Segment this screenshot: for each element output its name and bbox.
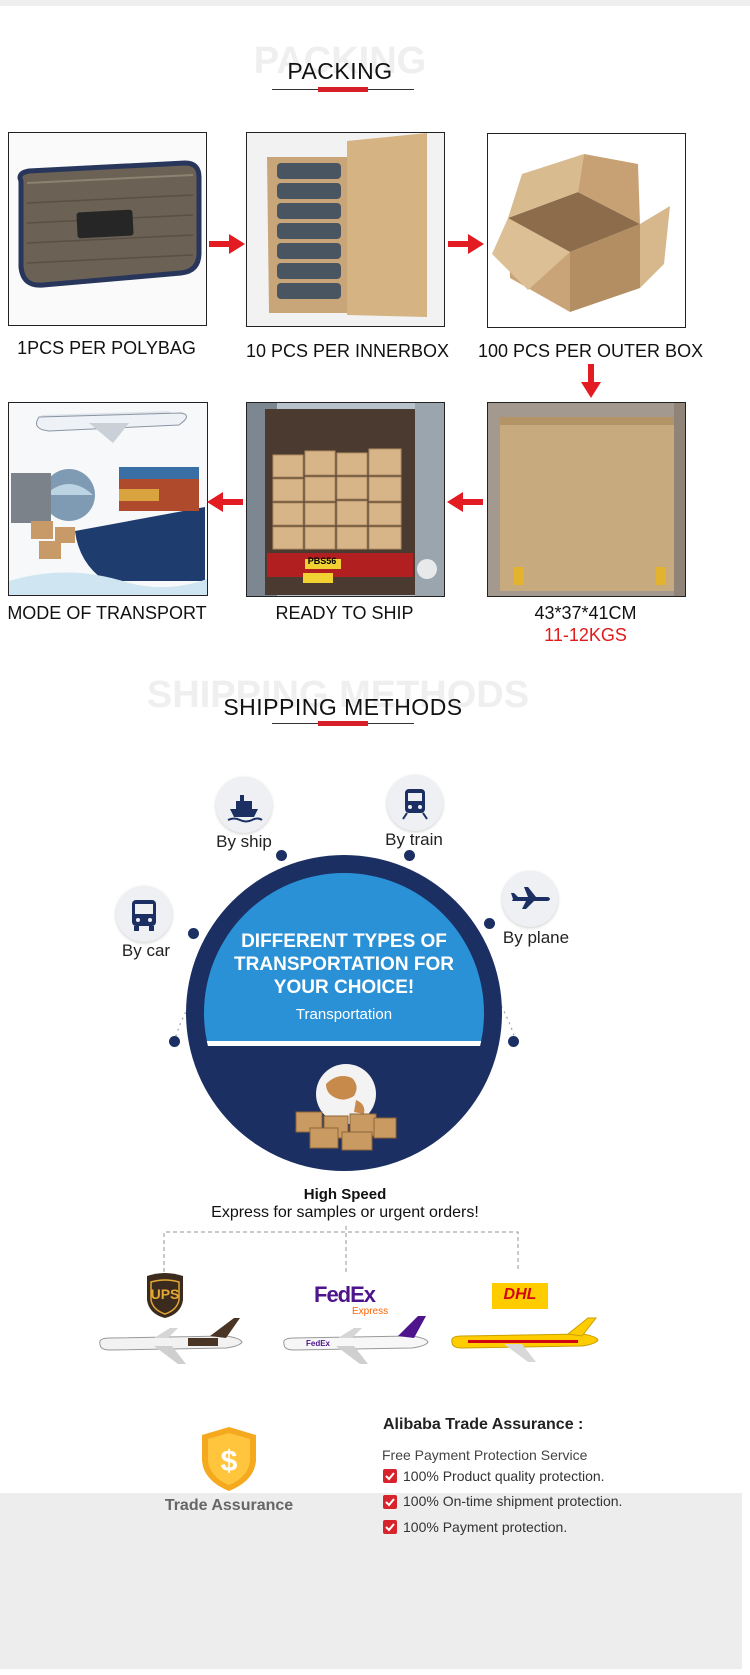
- shipping-ghost-title: SHIPPING METHODS: [146, 674, 530, 716]
- trade-assurance-panel: [0, 1493, 742, 1669]
- train-icon: [387, 775, 443, 831]
- arrow-left-icon: [447, 492, 483, 512]
- ship-icon: [216, 777, 272, 833]
- orbit-dot: [484, 918, 495, 929]
- fedex-plane-icon: FedEx: [283, 1316, 429, 1364]
- bus-icon: [116, 886, 172, 942]
- step-caption-container: READY TO SHIP: [275, 603, 414, 623]
- container-photo: [246, 402, 445, 597]
- packing-ghost-title: PACKING: [253, 40, 427, 82]
- ups-plane-icon: [99, 1318, 243, 1364]
- fedex-logo-text: FedEx: [314, 1282, 376, 1307]
- svg-text:FedEx: FedEx: [306, 1339, 331, 1348]
- arrow-left-icon: [207, 492, 243, 512]
- ups-logo-icon: [147, 1273, 183, 1318]
- dhl-plane-icon: [451, 1317, 599, 1362]
- shipping-title: SHIPPING METHODS: [223, 694, 463, 720]
- dhl-logo: [492, 1283, 548, 1309]
- step-caption-carton-weight: 11-12KGS: [544, 625, 627, 645]
- orbit-dot: [276, 850, 287, 861]
- innerbox-photo: [246, 132, 445, 327]
- mode-label-car: By car: [121, 941, 171, 960]
- plane-icon: [502, 871, 558, 927]
- orbit-dot: [169, 1036, 180, 1047]
- step-caption-carton-size: 43*37*41CM: [534, 603, 637, 623]
- step-caption-innerbox: 10 PCS PER INNERBOX: [246, 341, 450, 361]
- express-note: Express for samples or urgent orders!: [211, 1204, 479, 1221]
- mode-label-ship: By ship: [216, 832, 272, 851]
- transport-circle: [186, 855, 502, 1171]
- packing-title: PACKING: [287, 58, 393, 84]
- circle-heading-line3: YOUR CHOICE!: [273, 977, 415, 998]
- trade-assurance-badge-label: Trade Assurance: [164, 1497, 294, 1514]
- step-caption-outerbox: 100 PCS PER OUTER BOX: [478, 341, 704, 361]
- assurance-title: Alibaba Trade Assurance :: [383, 1416, 584, 1433]
- top-divider: [0, 0, 750, 6]
- orbit-dot: [188, 928, 199, 939]
- shipping-title-accent: [318, 721, 368, 726]
- circle-heading: DIFFERENT TYPES OF TRANSPORTATION FOR YO…: [186, 930, 502, 999]
- globe-boxes-icon: [295, 1064, 397, 1151]
- arrow-right-icon: [209, 234, 245, 254]
- packing-title-accent: [318, 87, 368, 92]
- assurance-item: 100% Payment protection.: [403, 1519, 568, 1535]
- assurance-item: 100% On-time shipment protection.: [403, 1493, 623, 1509]
- transport-photo: [8, 402, 208, 596]
- circle-heading-line2: TRANSPORTATION FOR: [234, 954, 454, 975]
- step-caption-polybag: 1PCS PER POLYBAG: [17, 338, 196, 358]
- polybag-photo: [8, 132, 207, 326]
- fedex-logo-sub: Express: [352, 1306, 389, 1317]
- mode-label-train: By train: [385, 830, 443, 849]
- container-plate: PBS56: [307, 556, 337, 566]
- orbit-dot: [404, 850, 415, 861]
- high-speed-title: High Speed: [303, 1186, 387, 1203]
- check-icon: [383, 1520, 397, 1534]
- circle-heading-line1: DIFFERENT TYPES OF: [241, 931, 447, 952]
- dhl-logo-text: DHL: [503, 1286, 537, 1303]
- svg-text:$: $: [221, 1445, 238, 1478]
- carton-photo: [487, 402, 686, 597]
- orbit-dot: [508, 1036, 519, 1047]
- arrow-down-icon: [581, 364, 601, 398]
- trade-assurance-shield-icon: $: [202, 1427, 256, 1491]
- circle-subtitle: Transportation: [295, 1006, 393, 1023]
- assurance-subtitle: Free Payment Protection Service: [382, 1447, 588, 1463]
- arrow-right-icon: [448, 234, 484, 254]
- check-icon: [383, 1495, 397, 1509]
- carrier-connector: [163, 1226, 519, 1272]
- assurance-item: 100% Product quality protection.: [403, 1468, 605, 1484]
- step-caption-transport: MODE OF TRANSPORT: [7, 603, 207, 623]
- check-icon: [383, 1469, 397, 1483]
- mode-label-plane: By plane: [502, 928, 570, 947]
- outerbox-photo: [487, 133, 686, 328]
- ups-logo-text: UPS: [150, 1286, 180, 1302]
